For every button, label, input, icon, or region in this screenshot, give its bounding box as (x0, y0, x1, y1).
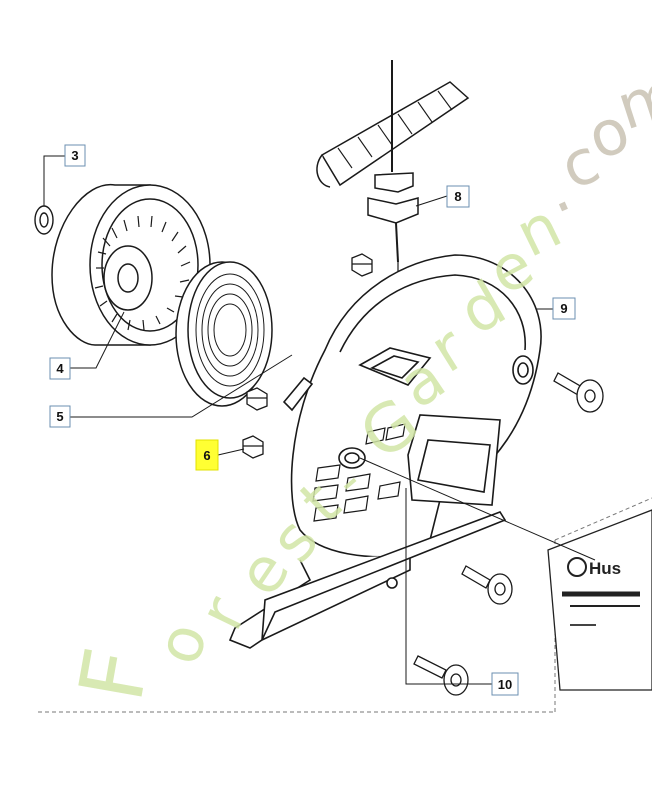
callout-4: 4 (49, 357, 71, 380)
callout-9: 9 (552, 297, 576, 320)
part-3-snap-ring (34, 205, 54, 235)
callout-5: 5 (49, 405, 71, 428)
part-4-pulley (51, 184, 211, 346)
callout-10: 10 (491, 672, 519, 696)
brand-decal: Hus (547, 509, 652, 691)
part-5-recoil-spring (175, 261, 273, 407)
screw-a (553, 372, 604, 413)
callout-6: 6 (195, 439, 219, 471)
callout-8-label: 8 (454, 189, 461, 204)
callout-10-label: 10 (498, 677, 512, 692)
callout-9-label: 9 (560, 301, 567, 316)
part-10-screws (413, 372, 604, 696)
callout-3-label: 3 (71, 148, 78, 163)
screw-b (461, 565, 513, 605)
brand-decal-text: Hus (589, 559, 621, 578)
nut-b (246, 387, 268, 411)
callout-5-label: 5 (56, 409, 63, 424)
nut-a (351, 253, 373, 277)
callout-4-label: 4 (56, 361, 64, 376)
callout-6-label: 6 (203, 448, 210, 463)
nut-c (242, 435, 264, 459)
callout-3: 3 (64, 144, 86, 167)
part-9-starter-housing (228, 254, 542, 649)
callout-8: 8 (446, 185, 470, 208)
leader-lines (43, 155, 596, 685)
part-6-nuts (242, 253, 373, 459)
screw-c (413, 655, 469, 696)
